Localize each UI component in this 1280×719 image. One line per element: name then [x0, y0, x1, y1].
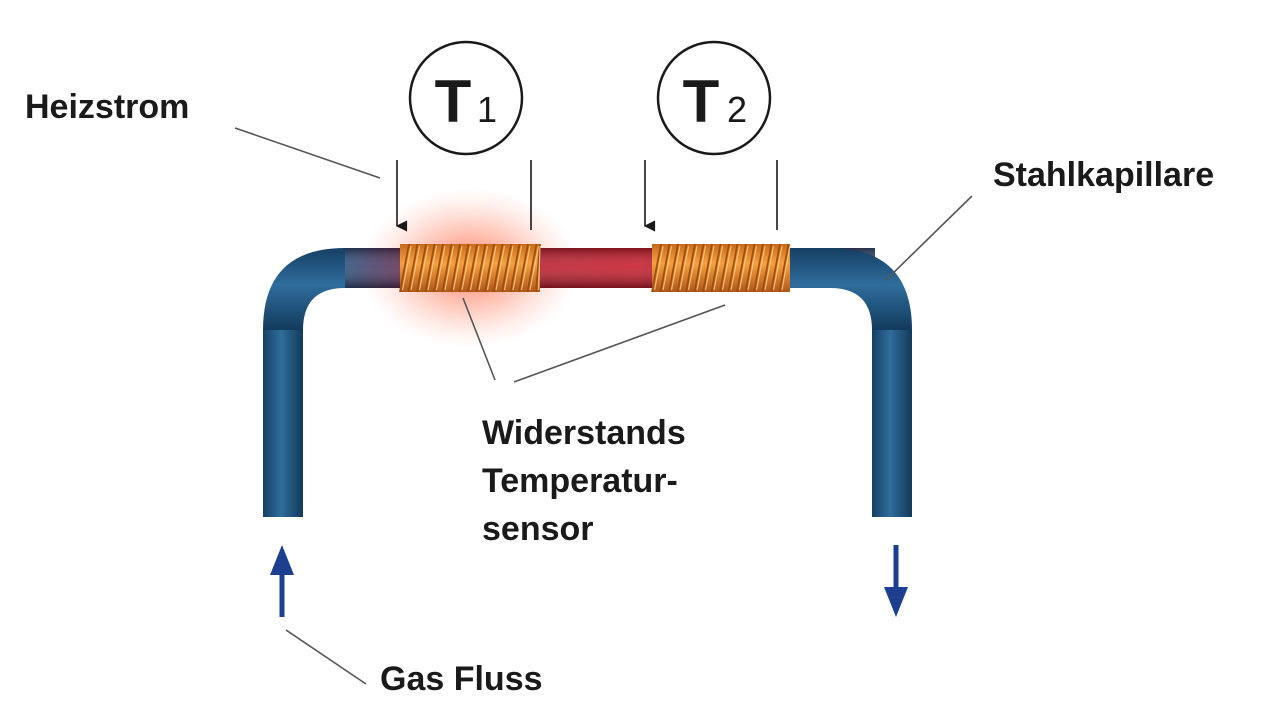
sensor-badge-t2: T 2 — [656, 40, 772, 156]
label-gas-fluss: Gas Fluss — [380, 660, 543, 698]
leader-heizstrom — [234, 127, 381, 179]
flow-arrow-in — [270, 545, 294, 617]
label-sensor-line1: Widerstands — [482, 414, 686, 452]
sensor-coil-t1 — [399, 243, 541, 293]
sensor-t2-letter: T — [683, 68, 720, 135]
flow-arrow-out — [884, 545, 908, 617]
label-sensor-line3: sensor — [482, 510, 594, 548]
label-stahlkapillare: Stahlkapillare — [993, 156, 1214, 194]
sensor-badge-t1: T 1 — [408, 40, 524, 156]
leader-gas-fluss — [285, 629, 367, 685]
leader-sensor-t2 — [513, 304, 726, 383]
sensor-coil-t2 — [651, 243, 791, 293]
sensor-t1-letter: T — [435, 68, 472, 135]
sensor-t1-index: 1 — [477, 89, 497, 130]
sensor-t2-index: 2 — [727, 89, 747, 130]
label-heizstrom: Heizstrom — [25, 88, 189, 126]
leader-sensor-t1 — [462, 297, 496, 381]
label-sensor-line2: Temperatur- — [482, 462, 678, 500]
leader-stahlkapillare — [885, 195, 973, 281]
